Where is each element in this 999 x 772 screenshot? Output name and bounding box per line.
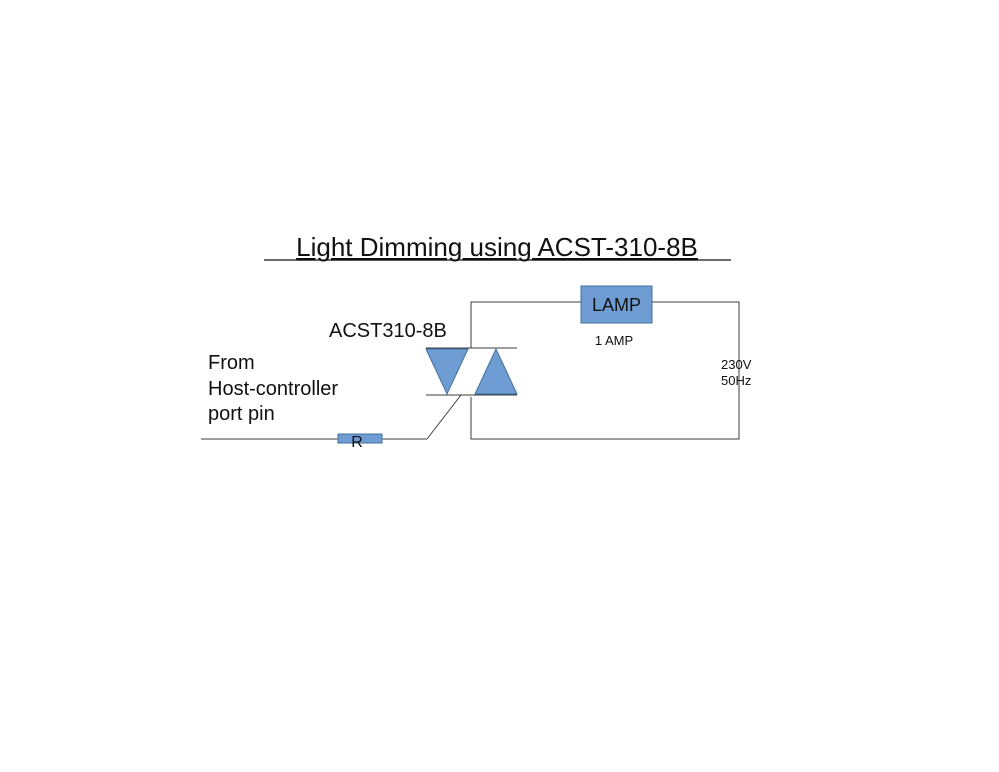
lamp-label: LAMP bbox=[592, 295, 641, 315]
triac-up-triangle bbox=[474, 347, 518, 395]
diagram-title: Light Dimming using ACST-310-8B bbox=[296, 232, 698, 262]
lamp-rating: 1 AMP bbox=[595, 333, 633, 348]
triac-symbol bbox=[425, 347, 518, 440]
input-label-host-controller: Host-controller bbox=[208, 378, 338, 400]
resistor-label: R bbox=[351, 434, 363, 451]
wire-triac-to-lamp bbox=[470, 301, 581, 348]
wire-lamp-supply-return bbox=[470, 301, 740, 440]
triac-down-triangle bbox=[425, 348, 469, 396]
supply-frequency: 50Hz bbox=[721, 373, 751, 388]
triac-gate-lead bbox=[426, 394, 462, 440]
resistor-box bbox=[337, 433, 383, 444]
triac-label: ACST310-8B bbox=[329, 320, 447, 342]
supply-voltage: 230V bbox=[721, 357, 752, 372]
input-label-from: From bbox=[208, 352, 255, 374]
input-label-port-pin: port pin bbox=[208, 403, 275, 425]
lamp-box bbox=[580, 285, 653, 324]
